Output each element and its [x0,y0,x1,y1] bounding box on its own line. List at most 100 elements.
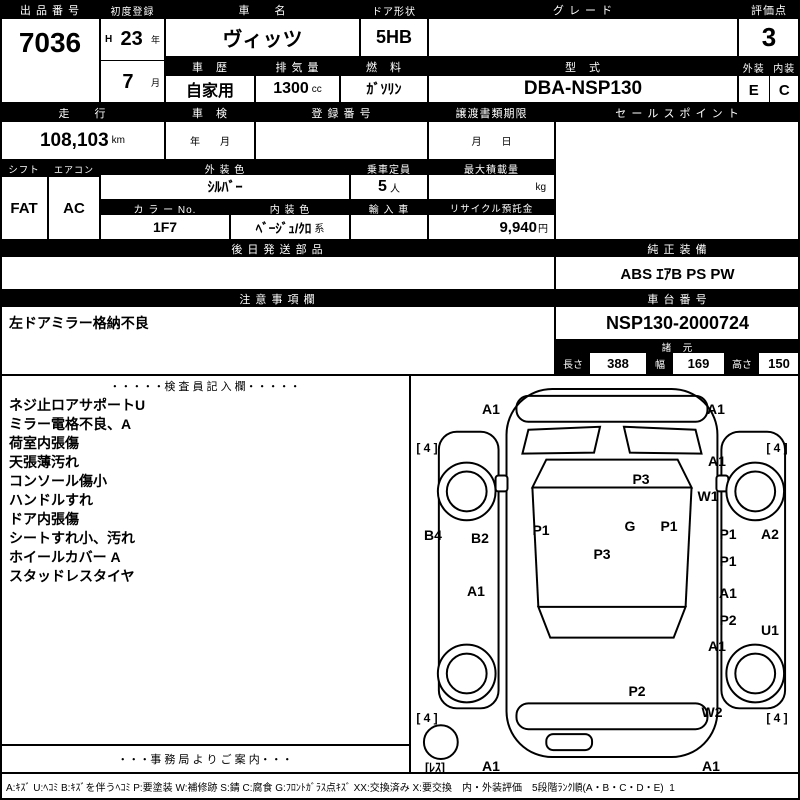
interior-value: C [778,81,790,99]
shift-cell: シフト FAT [0,160,48,240]
fuel-value: ｶﾞｿﾘﾝ [366,81,402,97]
damage-marker: A1 [707,401,725,417]
inspector-note: 天張薄汚れ [9,454,79,470]
later-parts-cell: 後 日 発 送 部 品 [0,240,555,290]
score-header: 評価点 [739,1,799,19]
damage-marker: [ 4 ] [416,711,438,725]
specs-cell: 諸 元 長さ 388 幅 169 高さ 150 [555,340,800,375]
aircon-header: エアコン [49,161,99,177]
max-load-header: 最大積載量 [429,161,554,175]
office-info-header: ・・・事 務 局 よ り ご 案 内・・・ [117,754,293,766]
import-car-cell: 輸 入 車 [350,200,428,240]
damage-marker: P1 [719,526,737,542]
length-value: 388 [590,353,647,374]
color-no-cell: カ ラ ー No. 1F7 [100,200,230,240]
month-value: 7 [122,70,134,93]
damage-marker: A1 [467,583,485,599]
damage-marker: P1 [660,518,678,534]
model-code-header: 型 式 [429,58,737,76]
recycle-deposit-header: リサイクル預託金 [429,201,554,215]
max-load-cell: 最大積載量 kg [428,160,555,200]
grade-header: グ レ ー ド [429,1,737,19]
damage-marker: A1 [719,585,737,601]
interior-color-header: 内 装 色 [231,201,349,215]
rear-bumper [515,702,709,731]
car-diagram-svg [422,387,787,761]
door-shape-value: 5HB [375,27,412,47]
exterior-color-header: 外 装 色 [101,161,349,175]
exterior-header: 外装 [739,58,769,76]
inspector-note: シートすれ小、汚れ [9,530,135,546]
equipment-cell: 純 正 装 備 ABS ｴｱB PS PW [555,240,800,290]
damage-marker: [ 4 ] [766,441,788,455]
interior-header: 内装 [769,58,799,76]
capacity-unit: 人 [389,183,400,195]
legend-text: A:ｷｽﾞ U:ﾍｺﾐ B:ｷｽﾞを伴うﾍｺﾐ P:要塗装 W:補修跡 S:錆 … [6,783,675,794]
width-value: 169 [673,353,725,374]
first-registration-year: H 23 年 [101,19,164,61]
first-registration-header: 初度登録 [101,1,164,19]
width-label: 幅 [647,353,673,374]
auction-no-cell: 出 品 番 号 7036 [0,0,100,103]
mileage-number: 108,103 [39,129,109,151]
registration-no-header: 登 録 番 号 [256,104,427,122]
damage-marker: P3 [593,546,611,562]
registration-no-value [256,122,427,159]
damage-marker: A1 [708,638,726,654]
inspection-header: 車 検 [166,104,254,122]
recycle-deposit-value: 9,940 円 [429,215,554,239]
damage-marker: A1 [702,758,720,774]
color-no-header: カ ラ ー No. [101,201,229,215]
inspector-note: ハンドルすれ [9,492,93,508]
max-load-unit: kg [535,181,546,193]
damage-marker: A2 [761,526,779,542]
equipment-header: 純 正 装 備 [556,241,799,257]
hood-left [521,425,602,455]
fuel-header: 燃 料 [341,58,427,76]
damage-marker: P1 [719,553,737,569]
damage-marker: [ 4 ] [416,441,438,455]
score-cell: 評価点 3 [738,0,800,57]
recycle-unit: 円 [538,223,548,235]
color-no-value: 1F7 [152,219,178,235]
later-parts-header: 後 日 発 送 部 品 [1,241,554,257]
caution-value: 左ドアミラー格納不良 [9,315,149,331]
first-registration-cell: 初度登録 H 23 年 7 月 [100,0,165,103]
interior-color-name: ﾍﾞｰｼﾞｭ/ｸﾛ [255,220,312,236]
left-mirror [494,474,509,493]
car-name-header: 車 名 [166,1,359,19]
history-value: 自家用 [185,83,234,100]
sales-point-header: セ ー ル ス ポ イ ン ト [556,104,799,122]
import-car-value [351,215,427,239]
inspector-notes-header: ・・・・・検 査 員 記 入 欄・・・・・ [109,381,301,393]
damage-marker: B4 [424,527,442,543]
damage-marker: B2 [471,530,489,546]
spare-tire [422,724,459,761]
year-value: 23 [120,28,143,50]
later-parts-value [1,257,554,289]
score-value: 3 [761,22,777,52]
mileage-cell: 走 行 108,103 km [0,103,165,160]
equipment-value: ABS ｴｱB PS PW [620,265,735,283]
mileage-value: 108,103 km [1,122,164,159]
aircon-cell: エアコン AC [48,160,100,240]
height-value: 150 [768,356,790,371]
exterior-score: 外装 E [739,58,769,104]
damage-marker: [ﾚｽ] [425,760,445,775]
history-cell: 車 歴 自家用 [165,57,255,103]
damage-marker: A1 [482,401,500,417]
exterior-color-cell: 外 装 色 ｼﾙﾊﾞｰ [100,160,350,200]
damage-marker: A1 [708,453,726,469]
aircon-value: AC [63,199,85,217]
chassis-no-value: NSP130-2000724 [605,312,750,333]
damage-marker: [ 4 ] [766,711,788,725]
transfer-deadline-header: 譲渡書類期限 [429,104,554,122]
car-name-cell: 車 名 ヴィッツ [165,0,360,57]
fuel-cell: 燃 料 ｶﾞｿﾘﾝ [340,57,428,103]
history-header: 車 歴 [166,58,254,76]
auction-no-header: 出 品 番 号 [1,1,99,19]
legend-bar: A:ｷｽﾞ U:ﾍｺﾐ B:ｷｽﾞを伴うﾍｺﾐ P:要塗装 W:補修跡 S:錆 … [0,773,800,800]
chassis-no-cell: 車 台 番 号 NSP130-2000724 [555,290,800,340]
